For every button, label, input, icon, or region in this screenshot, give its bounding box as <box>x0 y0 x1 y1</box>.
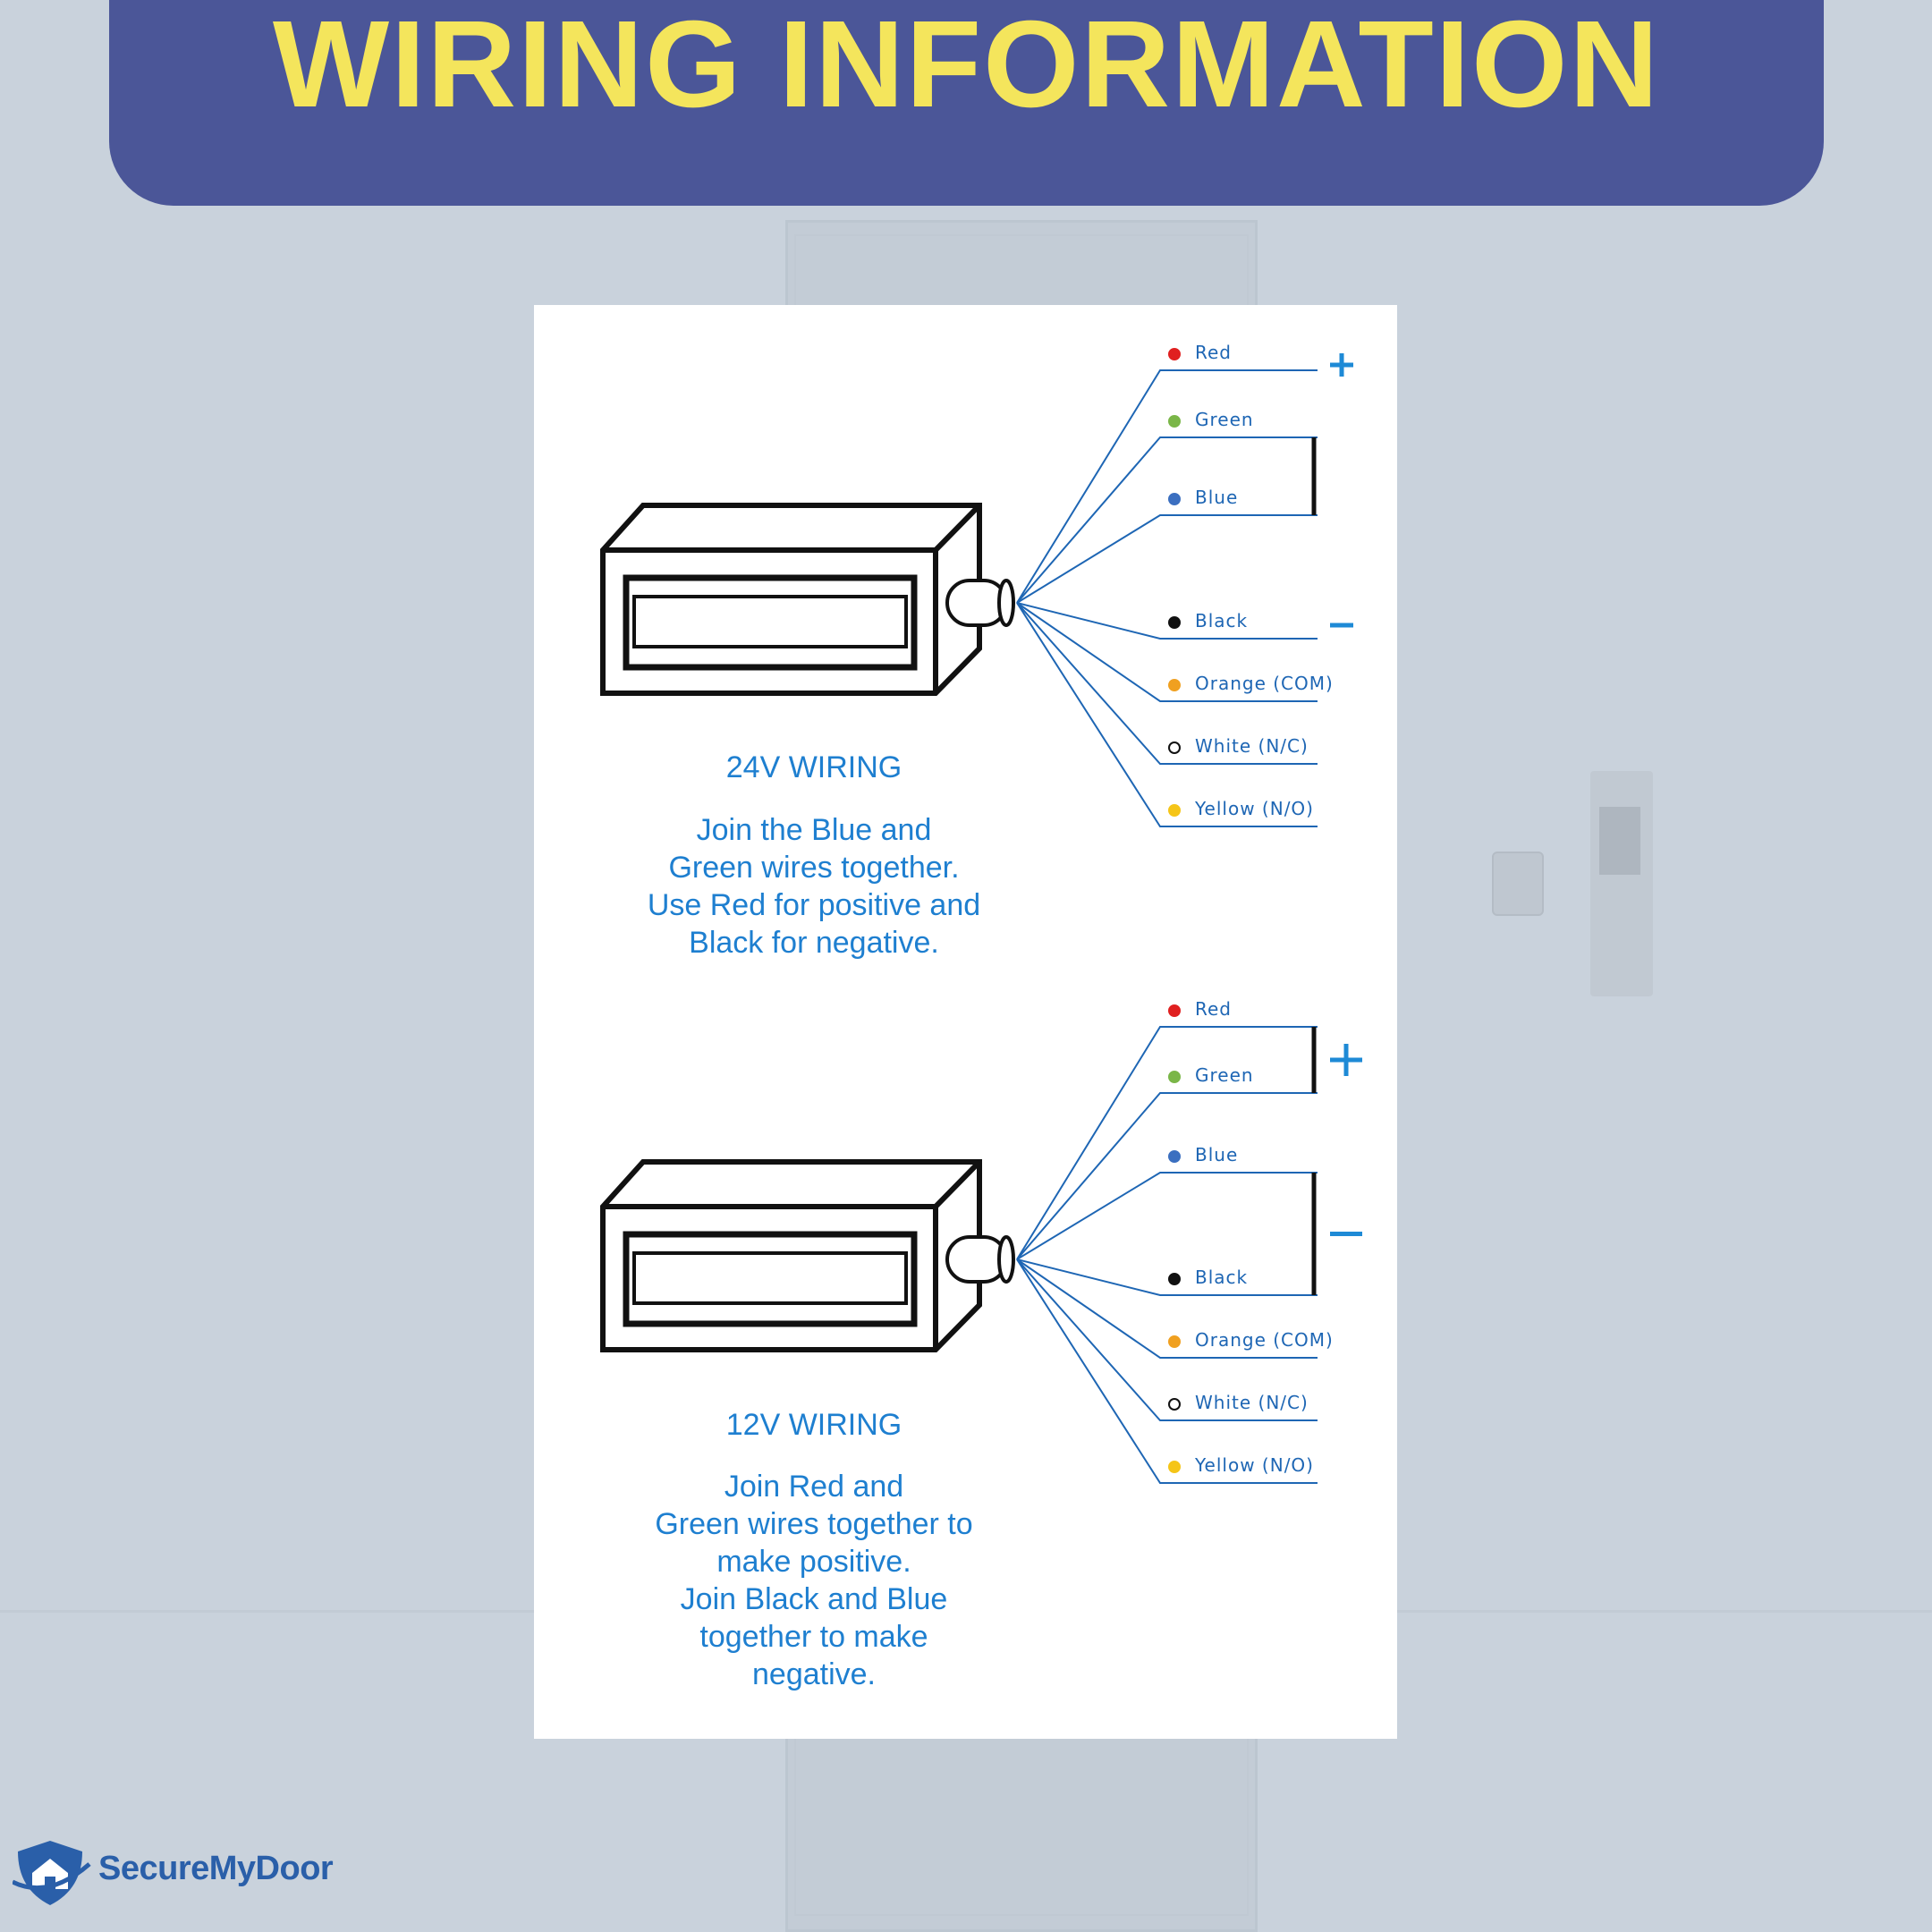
wire-line-white <box>1016 1258 1318 1421</box>
wire-label: White (N/C) <box>1195 1392 1309 1413</box>
wire-line-red <box>1016 369 1318 604</box>
background-lock-plate <box>1590 771 1653 996</box>
wire-label: Yellow (N/O) <box>1195 1454 1314 1476</box>
wire-line-black <box>1016 602 1318 640</box>
wiring-24v-description: Join the Blue and Green wires together. … <box>647 813 981 960</box>
wire-color-dot-white <box>1168 1398 1181 1411</box>
wire-color-dot-blue <box>1168 493 1181 505</box>
magnet-edge <box>933 503 982 553</box>
magnet-face-inner <box>632 1251 908 1305</box>
wire-label: Orange (COM) <box>1195 673 1334 694</box>
wire-color-dot-blue <box>1168 1150 1181 1163</box>
cable-grommet-end <box>997 579 1015 627</box>
wire-color-dot-yellow <box>1168 1461 1181 1473</box>
wire-label: Red <box>1195 998 1232 1020</box>
wire-label: Red <box>1195 342 1232 363</box>
magnet-edge <box>933 1159 982 1209</box>
brand-logo: SecureMyDoor <box>11 1837 370 1909</box>
wire-line-orange <box>1016 1258 1318 1359</box>
wire-color-dot-black <box>1168 1273 1181 1285</box>
cable-grommet-end <box>997 1235 1015 1284</box>
wire-label: Blue <box>1195 487 1239 508</box>
wiring-12v-title: 12V WIRING <box>725 1408 902 1442</box>
wire-color-dot-red <box>1168 348 1181 360</box>
wire-label: White (N/C) <box>1195 735 1309 757</box>
wire-label: Blue <box>1195 1144 1239 1165</box>
wire-label: Green <box>1195 1064 1254 1086</box>
wire-line-blue <box>1016 514 1318 604</box>
background-keypad <box>1492 852 1544 916</box>
background-lock-button <box>1599 807 1640 875</box>
wire-label: Orange (COM) <box>1195 1329 1334 1351</box>
shield-house-icon <box>11 1841 91 1905</box>
wire-label: Black <box>1195 610 1249 631</box>
wire-label: Yellow (N/O) <box>1195 798 1314 819</box>
wire-line-white <box>1016 602 1318 765</box>
wiring-12v-description: Join Red and Green wires together to mak… <box>655 1470 973 1691</box>
wire-line-blue <box>1016 1172 1318 1260</box>
wire-line-black <box>1016 1258 1318 1296</box>
wire-line-orange <box>1016 602 1318 702</box>
wire-color-dot-white <box>1168 741 1181 754</box>
magnet-face-inner <box>632 595 908 648</box>
magnet-24v-diagram <box>600 348 1353 827</box>
wire-color-dot-green <box>1168 1071 1181 1083</box>
wire-color-dot-green <box>1168 415 1181 428</box>
wire-label: Green <box>1195 409 1254 430</box>
wire-line-yellow <box>1016 1258 1318 1484</box>
magnet-12v-diagram <box>600 1004 1362 1484</box>
wire-line-yellow <box>1016 602 1318 827</box>
page-title: WIRING INFORMATION <box>272 0 1661 133</box>
wire-line-green <box>1016 436 1318 604</box>
wiring-diagram-svg <box>600 348 1362 1484</box>
wire-label: Black <box>1195 1267 1249 1288</box>
brand-name: SecureMyDoor <box>98 1850 334 1887</box>
wire-color-dot-orange <box>1168 679 1181 691</box>
wire-color-dot-yellow <box>1168 804 1181 817</box>
wire-color-dot-black <box>1168 616 1181 629</box>
wiring-24v-title: 24V WIRING <box>725 750 902 784</box>
wire-color-dot-red <box>1168 1004 1181 1017</box>
wire-color-dot-orange <box>1168 1335 1181 1348</box>
wire-line-red <box>1016 1026 1318 1260</box>
wire-line-green <box>1016 1092 1318 1260</box>
header-banner: WIRING INFORMATION <box>109 0 1824 206</box>
